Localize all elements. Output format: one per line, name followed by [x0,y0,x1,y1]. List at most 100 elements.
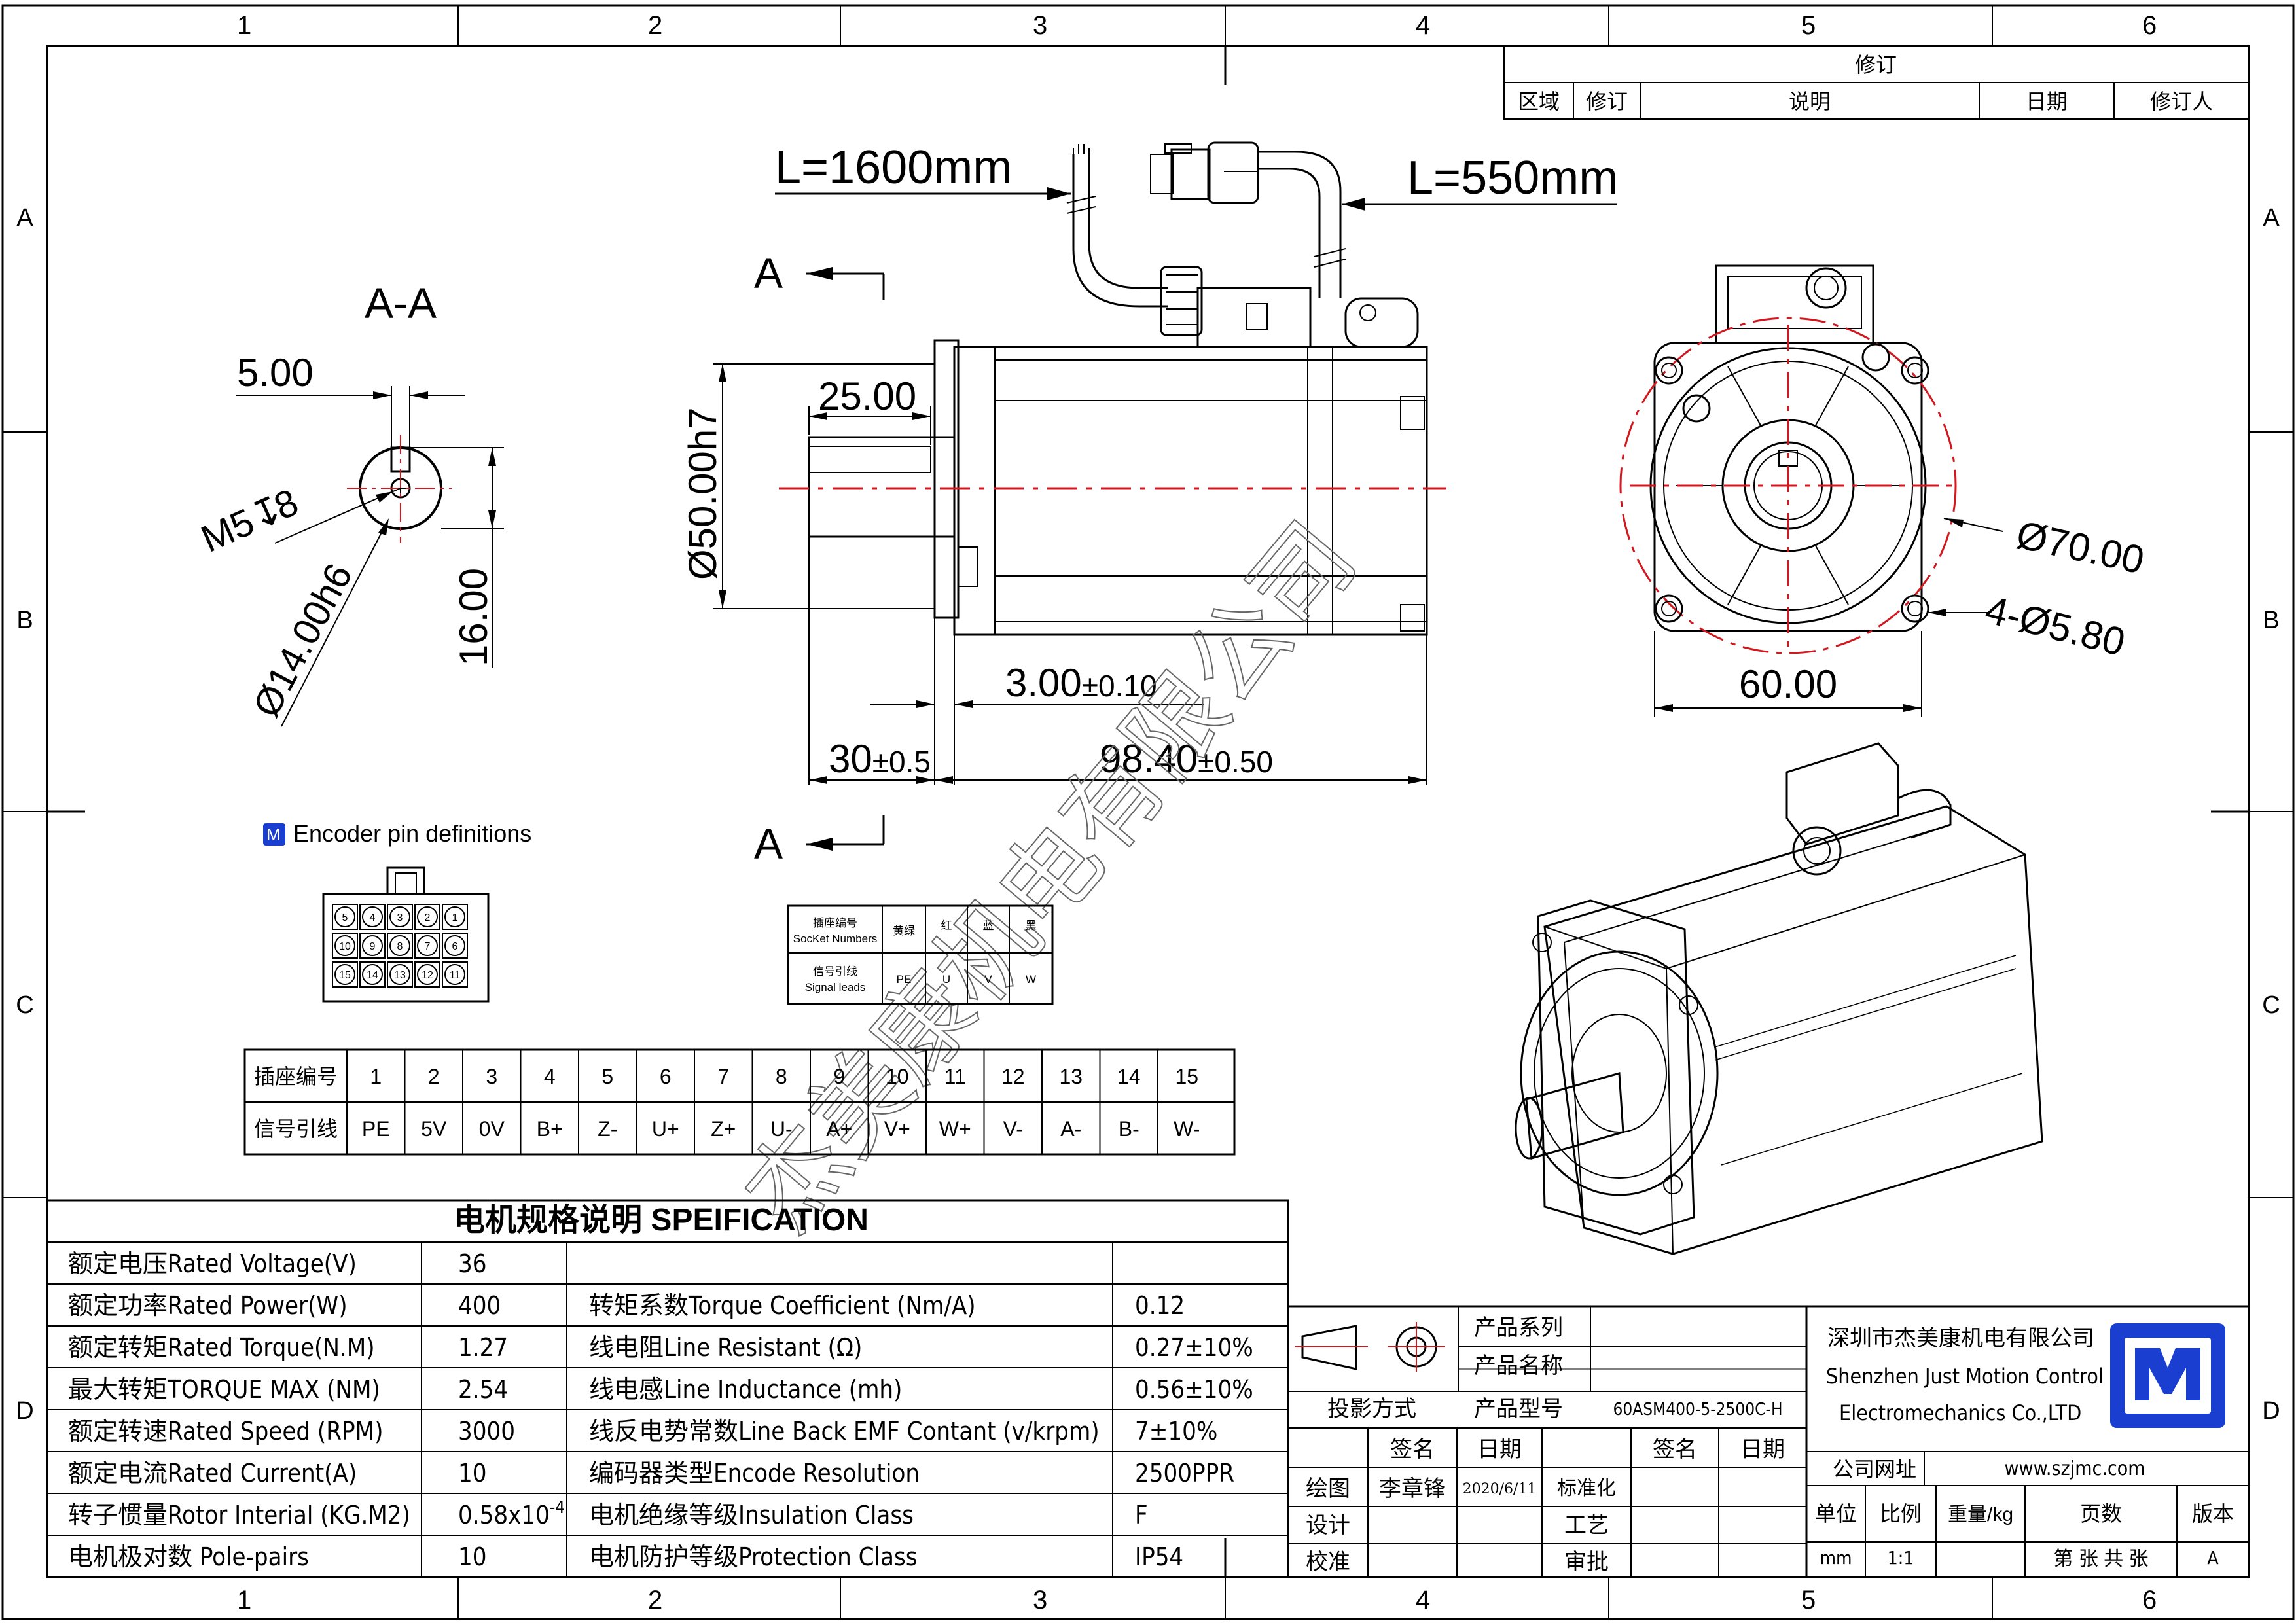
sign-header-2: 签名 [1653,1437,1697,1462]
pin-number: 13 [394,970,406,981]
pin-cell [414,904,440,930]
pin-cell [442,933,468,959]
spec-right-value: IP54 [1135,1543,1183,1571]
signal-cell: U [942,973,950,986]
signal-leads-cn: 信号引线 [813,965,857,978]
check-label: 校准 [1306,1550,1350,1575]
pin-number-cell: 1 [370,1065,382,1088]
col-label: 1 [237,11,251,40]
drawer-name: 李章锋 [1379,1476,1446,1501]
revision-table: 修订 区域 修订 说明 日期 修订人 [1503,45,2250,120]
website: www.szjmc.com [2004,1457,2145,1480]
pin-signal-cell: V+ [884,1117,910,1141]
pin-number-cell: 13 [1059,1065,1083,1088]
cable-length-left: L=1600mm [775,141,1012,194]
spec-left-value: 10 [458,1459,487,1488]
pin-cell [414,933,440,959]
col-label: 3 [1033,1586,1047,1614]
pin-number: 15 [339,970,351,981]
design-label: 设计 [1306,1513,1350,1538]
pin-cell [359,933,386,959]
pages-label: 页数 [2080,1502,2122,1525]
col-label: 3 [1033,11,1047,40]
pin-number-cell: 11 [944,1065,966,1088]
pin-signal-cell: B- [1119,1117,1139,1141]
pin-signal-cell: 0V [479,1117,505,1141]
date-header-2: 日期 [1740,1437,1785,1462]
pin-cell [442,961,468,988]
pin-row2-label: 信号引线 [254,1117,338,1141]
pin-cell [332,961,358,988]
color-cell: 蓝 [983,919,994,932]
revision-header: 修订 [1586,90,1628,113]
dim-shaft-ext: 30±0.5 [829,737,931,781]
socket-numbers-en: SocKet Numbers [793,933,878,945]
row-label: B [16,607,33,634]
pin-cell [414,961,440,988]
draw-label: 绘图 [1306,1476,1350,1501]
weight-label: 重量/kg [1948,1504,2013,1525]
model-value: 60ASM400-5-2500C-H [1613,1400,1782,1419]
pin-signal-cell: 5V [421,1117,447,1141]
spec-right-value: F [1135,1501,1148,1529]
col-label: 6 [2142,1586,2157,1614]
spec-left-value: 400 [458,1291,501,1320]
pin-number: 8 [397,941,403,952]
pin-signal-cell: U- [770,1117,793,1141]
unit-value: mm [1820,1547,1852,1569]
row-label: C [16,991,33,1019]
pin-row1-label: 插座编号 [254,1065,338,1088]
pin-table: 1PE25V30V4B+5Z-6U+7Z+8U-9A+10V+11W+12V-1… [243,1048,1236,1156]
pin-circle [362,935,383,956]
company-logo-icon [2110,1323,2225,1428]
spec-left-label: 额定功率Rated Power(W) [68,1291,348,1320]
revision-header: 说明 [1789,90,1831,113]
row-label: D [2262,1397,2280,1425]
pin-number: 14 [367,970,378,981]
pin-number-cell: 5 [601,1065,613,1088]
signal-cell: V [984,973,992,986]
col-label: 2 [648,11,662,40]
pages-value: 第 张 共 张 [2053,1548,2148,1570]
date-header: 日期 [1477,1437,1522,1462]
spec-title: 电机规格说明 SPEIFICATION [454,1203,869,1238]
dim-pilot-len: 3.00±0.10 [1005,661,1157,705]
dim-flange: 60.00 [1739,662,1837,706]
scale-label: 比例 [1880,1502,1922,1525]
company-en-line2: Electromechanics Co.,LTD [1839,1400,2081,1425]
pin-number: 3 [397,912,403,923]
pin-number-cell: 8 [776,1065,787,1088]
pin-signal-cell: A- [1060,1117,1081,1141]
version-label: 版本 [2192,1502,2234,1525]
pin-number-cell: 2 [428,1065,440,1088]
spec-right-label: 线电阻Line Resistant (Ω) [589,1333,862,1362]
dim-pcd: Ø70.00 [2013,512,2147,582]
signal-leads-en: Signal leads [805,981,866,993]
spec-right-value: 0.27±10% [1135,1333,1253,1362]
pin-signal-cell: A+ [826,1117,852,1141]
pin-circle [444,906,465,927]
revision-title: 修订 [1855,53,1897,77]
process-label: 工艺 [1564,1513,1609,1538]
row-label: A [16,204,33,232]
spec-left-label: 额定转速Rated Speed (RPM) [68,1417,383,1446]
pin-number-cell: 12 [1001,1065,1025,1088]
row-label: A [2263,204,2280,232]
spec-right-label: 转矩系数Torque Coefficient (Nm/A) [589,1291,976,1320]
pin-number: 2 [425,912,431,923]
cut-label-bottom: A [754,819,783,868]
logo-icon [263,823,285,846]
pin-circle [334,935,355,956]
pin-number: 10 [339,941,351,952]
spec-left-value: 36 [458,1249,487,1278]
pin-circle [417,906,438,927]
spec-right-value: 0.56±10% [1135,1375,1253,1404]
pin-number: 4 [370,912,376,923]
pin-number-cell: 6 [660,1065,672,1088]
dim-shaft-dia: Ø14.00h6 [245,557,361,724]
pin-signal-cell: Z- [598,1117,617,1141]
dim-key-depth: 16.00 [452,568,495,666]
